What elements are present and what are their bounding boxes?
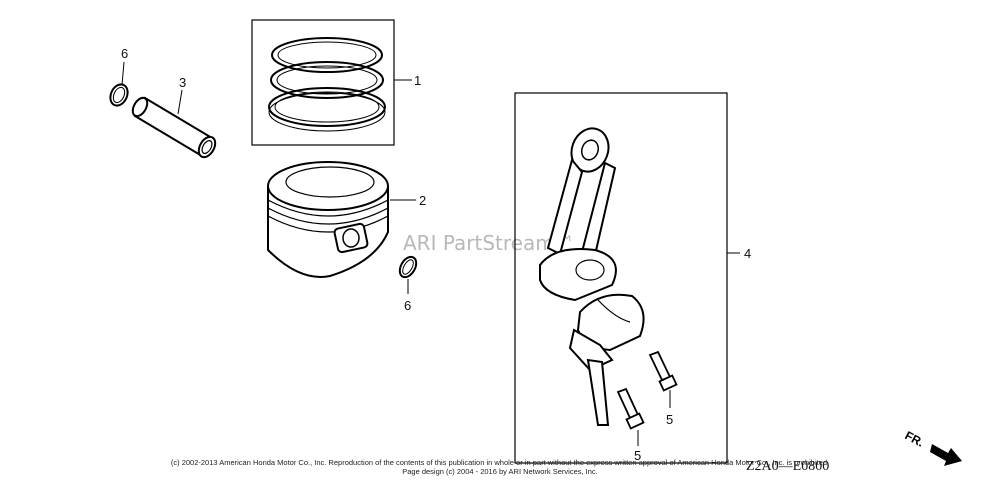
pin-clip-bottom[interactable]	[396, 254, 419, 280]
piston[interactable]	[267, 161, 389, 278]
callout-6-top: 6	[121, 46, 128, 61]
leader-6-top	[121, 61, 125, 86]
piston-ring-set[interactable]	[251, 19, 395, 146]
callout-4: 4	[744, 246, 751, 261]
callout-5-upper: 5	[666, 412, 673, 427]
watermark: ARI PartStream™	[403, 231, 575, 255]
connecting-rod[interactable]	[514, 92, 728, 464]
callout-1: 1	[414, 73, 421, 88]
diagram-code: Z2A0—E0800	[746, 459, 829, 474]
piston-pin[interactable]	[130, 95, 219, 160]
pin-clip-top[interactable]	[107, 82, 131, 109]
copyright-notice: (c) 2002-2013 American Honda Motor Co., …	[170, 458, 830, 467]
callout-6-bottom: 6	[404, 298, 411, 313]
callout-3: 3	[179, 75, 186, 90]
page-design-notice: Page design (c) 2004 - 2016 by ARI Netwo…	[402, 467, 598, 476]
direction-label: FR.	[903, 428, 927, 449]
rod-bolts[interactable]	[616, 350, 678, 430]
callout-5-lower: 5	[634, 448, 641, 463]
leader-3	[177, 89, 183, 115]
arrow-icon	[930, 444, 962, 466]
callout-2: 2	[419, 193, 426, 208]
